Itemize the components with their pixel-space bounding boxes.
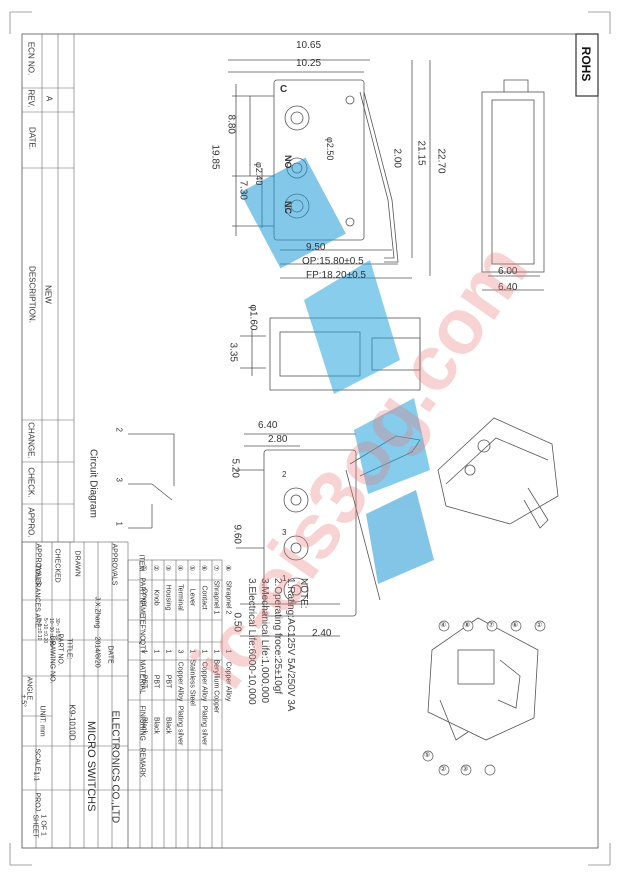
dim-6-00: 6.00 (498, 266, 518, 277)
tb-part-no-label: PART NO. (56, 633, 64, 666)
bom-cell: Knob (152, 589, 160, 606)
rev-date-label: DATE. (27, 127, 37, 150)
dim-6-40-b: 6.40 (258, 420, 278, 431)
tb-part-value: K9-1010D (67, 704, 77, 741)
dim-phi-2-50: φ2.50 (325, 137, 335, 161)
bottom-pin-label: 2 (282, 470, 287, 479)
rev-new-label: NEW (43, 285, 53, 304)
tb-angle-value: ± 5° (19, 694, 27, 707)
circuit-diagram (128, 433, 175, 529)
callout: ⑥ (512, 622, 519, 629)
bom-cell: PBT (152, 674, 160, 689)
dim-19-85: 19.85 (209, 144, 221, 170)
tb-unit: UNIT: mm (38, 705, 46, 737)
rohs-box (575, 33, 599, 97)
rev-value: A (44, 95, 54, 102)
bom-cell: Plating silver (200, 705, 208, 746)
revision-table (22, 34, 75, 543)
circuit-pin: 1 (114, 521, 124, 526)
side-view-drawing (481, 79, 545, 291)
circuit-title: Circuit Diagram (87, 449, 99, 518)
dim-2-80: 2.80 (268, 434, 288, 445)
iso-view-top (437, 417, 559, 529)
tb-angle: ANGLE (25, 676, 33, 701)
pin-label-nc: NC (283, 201, 293, 214)
rev-appro-label: APPRO. (26, 507, 36, 538)
tb-drawn-by: J.X.Zhang (93, 596, 101, 629)
dim-fp: FP:18.20±0.5 (306, 270, 366, 281)
dim-phi-2-40: φ2.40 (254, 162, 264, 186)
dim-9-50: 9.50 (306, 242, 326, 253)
rohs-label: ROHS (579, 46, 593, 82)
callout: ④ (440, 622, 447, 629)
dim-phi-1-60: φ1.60 (247, 304, 259, 331)
circuit-pin: 2 (114, 427, 124, 432)
dim-op: OP:15.80±0.5 (302, 256, 364, 267)
tb-date: DATE (106, 645, 114, 664)
pin-label-no: NO (283, 155, 293, 169)
tb-drawn-date: 2014/8/20 (93, 636, 101, 668)
bom-cell: Black (152, 716, 160, 735)
bom-cell: PBT (140, 674, 148, 689)
bom-cell: Black (140, 716, 148, 735)
circuit-pin: 3 (114, 477, 124, 482)
dim-5-20: 5.20 (229, 458, 241, 478)
dim-2-00: 2.00 (391, 148, 403, 168)
bottom-pin-label: 3 (282, 528, 287, 537)
tb-approvals2: APPROVALS (110, 543, 118, 586)
bom-cell: Housing (164, 584, 172, 611)
iso-view-exploded (427, 617, 539, 741)
callout-circles (422, 620, 546, 776)
dim-9-60: 9.60 (231, 524, 243, 544)
dim-21-15: 21.15 (415, 140, 427, 166)
bom-cell: Cover (140, 588, 148, 607)
tb-sheet: SHEET (31, 814, 39, 838)
rev-description-label: DESCRIPTION. (27, 266, 37, 323)
bom-cell: Lever (188, 588, 196, 607)
tb-company: ELECTRONICS CO.,LTD (109, 710, 121, 824)
bottom-pin-label: 1 (282, 574, 287, 583)
bom-table (127, 559, 223, 849)
dim-2-40: 2.40 (312, 628, 332, 639)
dim-10-65: 10.65 (296, 40, 322, 51)
crop-marks (9, 11, 611, 866)
callout: ⑧ (464, 622, 471, 629)
dim-8-80: 8.80 (225, 114, 237, 134)
dim-6-40: 6.40 (498, 282, 518, 293)
tb-scale-value: 1:1 (32, 771, 40, 782)
tb-sheet-value: 1 OF 1 (39, 814, 47, 836)
tb-checked: CHECKED (53, 548, 61, 583)
callout: ⑦ (488, 622, 495, 629)
tb-title-label: TITLE: (65, 638, 73, 660)
callout: ② (440, 766, 447, 773)
bom-cell: Black (164, 716, 172, 735)
tb-drawn: DRAWN (73, 550, 81, 577)
bom-header-remark: REMARK (138, 747, 146, 778)
rev-rev-label: REV. (26, 89, 36, 108)
dim-7-30: 7.30 (237, 180, 249, 200)
tb-drawing-no: DRAWING NO. (48, 635, 56, 684)
dim-3-35: 3.35 (227, 342, 239, 362)
watermark-shapes (240, 157, 434, 584)
callout: ③ (462, 766, 469, 773)
outer-frame (21, 33, 599, 849)
tb-title: MICRO SWITCHS (85, 721, 97, 812)
callout: ① (536, 622, 543, 629)
pin-label-c: C (280, 84, 288, 95)
dim-22-70: 22.70 (435, 148, 447, 174)
rev-ecn-label: ECN NO. (26, 41, 36, 76)
bom-cell: Terminal (176, 584, 184, 611)
bom-cell: Plating silver (176, 705, 184, 746)
dim-10-25: 10.25 (296, 58, 322, 69)
callout: ⑤ (424, 752, 431, 759)
